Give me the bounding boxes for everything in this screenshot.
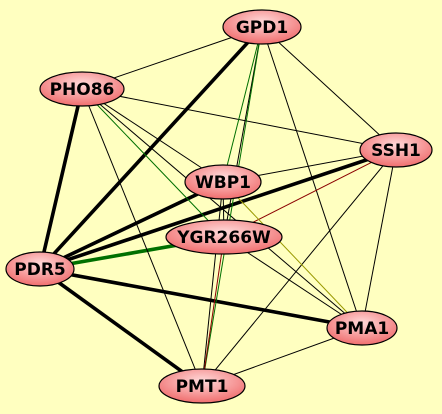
edge-pdr5-pmt1 xyxy=(38,267,204,388)
node-pdr5[interactable]: PDR5 xyxy=(5,251,75,287)
edge-wbp1-pmt1 xyxy=(201,181,224,387)
node-ellipse xyxy=(165,219,283,255)
edge-pho86-pmt1 xyxy=(81,88,203,387)
node-label: WBP1 xyxy=(195,173,251,193)
node-label: PMT1 xyxy=(176,377,229,397)
node-pmt1[interactable]: PMT1 xyxy=(158,368,246,404)
edge-gpd1-pma1 xyxy=(261,26,363,329)
node-ygr266w[interactable]: YGR266W xyxy=(165,219,283,255)
node-pho86[interactable]: PHO86 xyxy=(39,71,125,107)
node-ellipse xyxy=(222,9,302,45)
node-label: GPD1 xyxy=(236,18,288,38)
node-wbp1[interactable]: WBP1 xyxy=(184,164,262,200)
node-label: YGR266W xyxy=(176,228,271,248)
edge-pho86-wbp1 xyxy=(81,88,224,183)
node-label: SSH1 xyxy=(371,141,421,161)
node-ellipse xyxy=(39,71,125,107)
edge-gpd1-wbp1 xyxy=(222,26,263,183)
node-ellipse xyxy=(5,251,75,287)
edge-pdr5-pma1 xyxy=(39,267,363,330)
node-ellipse xyxy=(359,132,433,168)
edge-ygr266w-pmt1 xyxy=(201,236,225,387)
node-ssh1[interactable]: SSH1 xyxy=(359,132,433,168)
node-ellipse xyxy=(184,164,262,200)
edge-wbp1-pdr5 xyxy=(39,180,224,271)
edge-pho86-pdr5 xyxy=(38,88,84,270)
node-label: PDR5 xyxy=(14,260,66,280)
edge-ssh1-pma1 xyxy=(361,149,397,329)
edge-wbp1-pma1 xyxy=(222,181,363,329)
node-pma1[interactable]: PMA1 xyxy=(326,310,398,346)
node-label: PHO86 xyxy=(50,80,115,100)
node-label: PMA1 xyxy=(335,319,389,339)
edge-ssh1-pdr5 xyxy=(39,148,397,271)
node-gpd1[interactable]: GPD1 xyxy=(222,9,302,45)
node-ellipse xyxy=(158,368,246,404)
edge-gpd1-pmt1 xyxy=(201,26,263,387)
edge-ssh1-pmt1 xyxy=(201,149,397,387)
edge-gpd1-ssh1 xyxy=(261,26,397,151)
node-ellipse xyxy=(326,310,398,346)
edge-pho86-pma1 xyxy=(81,88,363,329)
edge-pho86-ygr266w xyxy=(81,88,225,238)
